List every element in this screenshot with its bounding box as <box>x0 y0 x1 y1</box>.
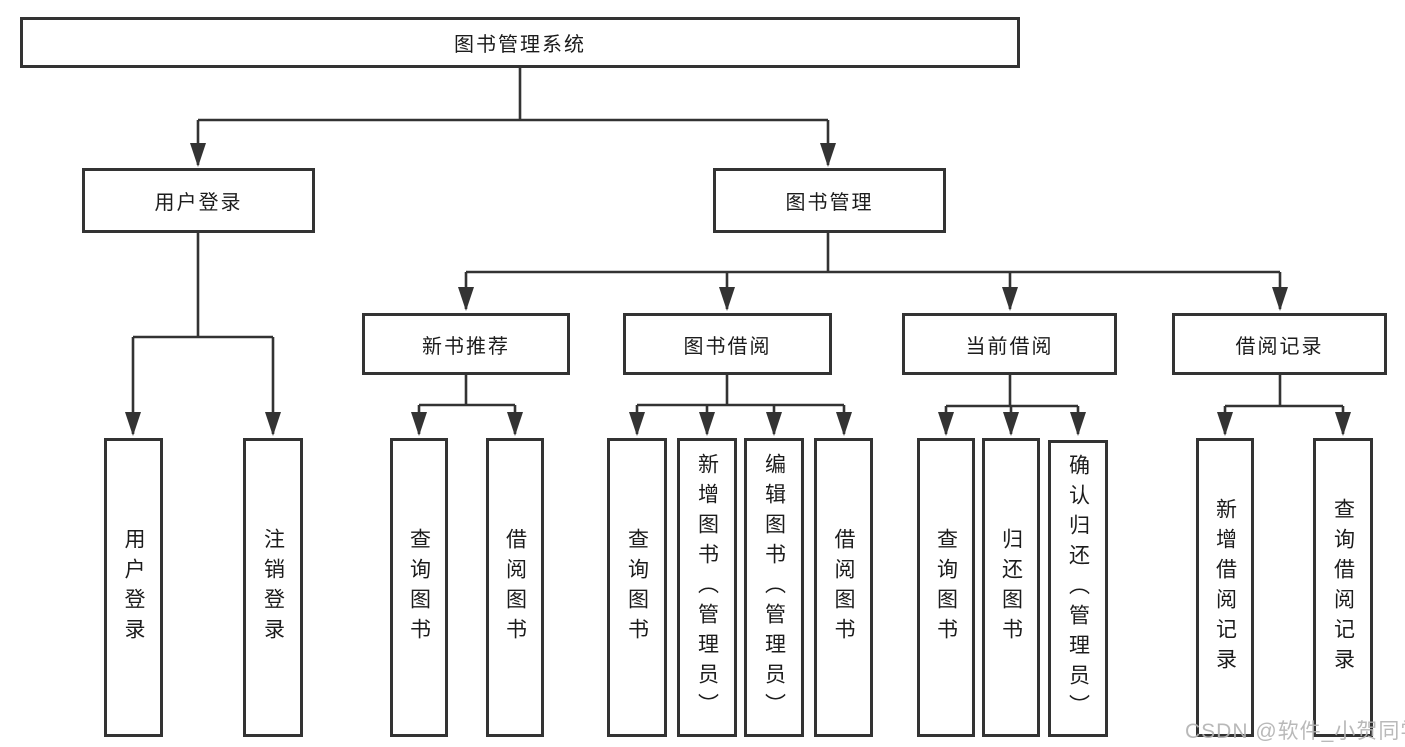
csdn-watermark: CSDN @软件_小贺同学 <box>1185 720 1405 743</box>
node-user-login-label: 用户登录 <box>154 192 243 214</box>
leaf-borrow-books-recommend-label: 借阅图书 <box>503 527 527 648</box>
node-book-management-label: 图书管理 <box>785 192 874 214</box>
leaf-query-borrow-record-label: 查询借阅记录 <box>1331 497 1355 678</box>
leaf-confirm-return-admin-label: 确认归还（管理员） <box>1066 453 1090 724</box>
node-new-book-recommend: 新书推荐 <box>362 313 570 375</box>
leaf-borrow-books-borrowing: 借阅图书 <box>814 438 873 737</box>
leaf-query-books-recommend-label: 查询图书 <box>407 527 431 648</box>
leaf-query-borrow-record: 查询借阅记录 <box>1313 438 1373 737</box>
branch-current-borrowing <box>938 375 1086 436</box>
leaf-borrow-books-borrowing-label: 借阅图书 <box>832 527 855 648</box>
node-current-borrowing: 当前借阅 <box>902 313 1117 375</box>
leaf-return-books: 归还图书 <box>982 438 1040 737</box>
leaf-user-login: 用户登录 <box>104 438 163 737</box>
node-borrowing-records-label: 借阅记录 <box>1235 335 1324 358</box>
branch-borrowing-records <box>1217 375 1351 436</box>
branch-new-book-recommend <box>411 375 523 436</box>
branch-book-management <box>458 233 1288 311</box>
node-root: 图书管理系统 <box>20 17 1020 68</box>
node-book-borrowing-label: 图书借阅 <box>683 335 772 358</box>
leaf-query-books-current-label: 查询图书 <box>934 527 958 648</box>
leaf-query-books-borrowing-label: 查询图书 <box>625 527 649 648</box>
leaf-borrow-books-recommend: 借阅图书 <box>486 438 544 737</box>
leaf-edit-books-admin-label: 编辑图书（管理员） <box>762 452 786 723</box>
leaf-logout-label: 注销登录 <box>261 527 285 648</box>
leaf-edit-books-admin: 编辑图书（管理员） <box>744 438 804 737</box>
node-new-book-recommend-label: 新书推荐 <box>422 335 510 358</box>
node-book-borrowing: 图书借阅 <box>623 313 832 375</box>
leaf-user-login-label: 用户登录 <box>122 527 145 648</box>
leaf-query-books-recommend: 查询图书 <box>390 438 448 737</box>
leaf-add-borrow-record: 新增借阅记录 <box>1196 438 1254 737</box>
leaf-query-books-current: 查询图书 <box>917 438 975 737</box>
leaf-add-books-admin: 新增图书（管理员） <box>677 438 737 737</box>
node-user-login: 用户登录 <box>82 168 315 233</box>
node-borrowing-records: 借阅记录 <box>1172 313 1387 375</box>
leaf-confirm-return-admin: 确认归还（管理员） <box>1048 440 1108 737</box>
leaf-query-books-borrowing: 查询图书 <box>607 438 667 737</box>
branch-user-login <box>125 233 281 436</box>
node-current-borrowing-label: 当前借阅 <box>965 335 1054 358</box>
branch-book-borrowing <box>629 375 852 436</box>
node-root-label: 图书管理系统 <box>454 34 586 56</box>
leaf-return-books-label: 归还图书 <box>999 527 1023 648</box>
node-book-management: 图书管理 <box>713 168 946 233</box>
leaf-add-borrow-record-label: 新增借阅记录 <box>1213 497 1237 678</box>
branch-root <box>190 68 836 167</box>
leaf-logout: 注销登录 <box>243 438 303 737</box>
leaf-add-books-admin-label: 新增图书（管理员） <box>695 452 719 723</box>
